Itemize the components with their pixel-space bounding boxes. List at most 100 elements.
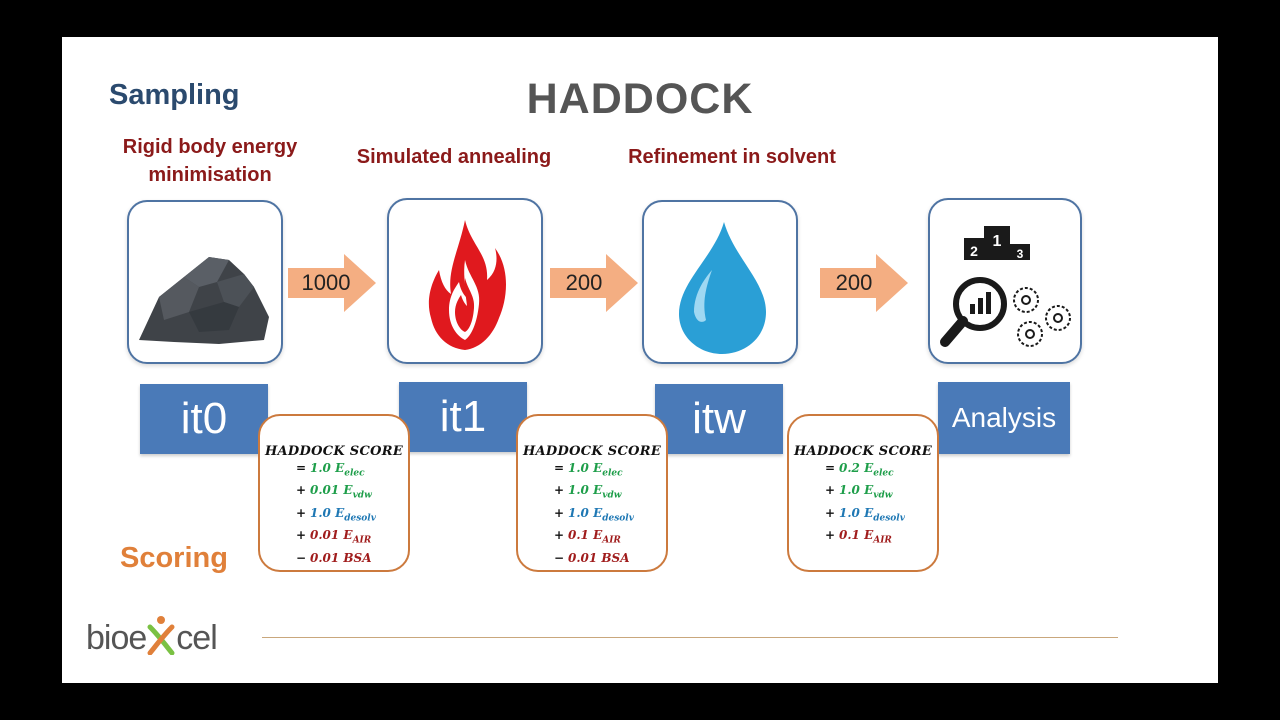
score-term: −0.01 BSA <box>554 550 666 567</box>
score-term-name: BSA <box>343 550 372 565</box>
score-title: HADDOCK SCORE <box>264 444 404 459</box>
score-coefficient: 1.0 <box>839 483 865 498</box>
score-coefficient: 1.0 <box>568 483 594 498</box>
arrow-1000: 1000 <box>286 252 376 317</box>
score-term: +1.0 Evdw <box>825 482 937 504</box>
score-term-subscript: desolv <box>873 513 905 524</box>
stage-title-annealing: Simulated annealing <box>332 143 576 171</box>
stage-title-line: Rigid body energy <box>122 136 298 158</box>
score-term-subscript: AIR <box>602 535 621 546</box>
scoring-heading: Scoring <box>120 542 228 574</box>
score-term-name: E <box>593 528 603 543</box>
arrow-label: 1000 <box>301 270 351 295</box>
score-terms: =0.2 Eelec+1.0 Evdw+1.0 Edesolv+0.1 EAIR <box>825 460 937 550</box>
score-operator: + <box>825 528 836 543</box>
step-itw: itw <box>655 384 783 454</box>
score-operator: + <box>296 528 307 543</box>
score-box-itw: HADDOCK SCORE=0.2 Eelec+1.0 Evdw+1.0 Ede… <box>787 414 939 572</box>
stage-title-line: Simulated annealing <box>356 146 552 168</box>
score-term: =1.0 Eelec <box>554 460 666 482</box>
score-coefficient: 1.0 <box>839 505 865 520</box>
podium-first: 1 <box>993 233 1002 250</box>
analysis-card: 1 2 3 <box>928 198 1082 364</box>
score-terms: =1.0 Eelec+1.0 Evdw+1.0 Edesolv+0.1 EAIR… <box>554 460 666 567</box>
score-term: =0.2 Eelec <box>825 460 937 482</box>
score-term: +1.0 Evdw <box>554 482 666 504</box>
score-coefficient: 0.01 <box>310 483 344 498</box>
score-operator: + <box>554 528 565 543</box>
score-term: +1.0 Edesolv <box>554 505 666 527</box>
score-operator: = <box>296 461 307 475</box>
logo-text: cel <box>176 619 217 657</box>
score-coefficient: 1.0 <box>568 461 594 475</box>
score-operator: − <box>554 550 565 565</box>
score-operator: + <box>296 505 307 520</box>
score-term-subscript: elec <box>602 468 623 479</box>
score-term: =1.0 Eelec <box>296 460 408 482</box>
score-term-name: E <box>593 461 603 475</box>
stage-title-rigid: Rigid body energy minimisation <box>106 133 314 189</box>
slide-title: HADDOCK <box>526 75 754 123</box>
arrow-right-icon <box>288 254 376 312</box>
logo-text: e <box>128 619 147 657</box>
score-term: +0.1 EAIR <box>825 527 937 549</box>
score-term-name: E <box>593 483 603 498</box>
step-it1: it1 <box>399 382 527 452</box>
score-term-name: E <box>864 505 874 520</box>
score-term-name: E <box>343 483 353 498</box>
score-coefficient: 1.0 <box>568 505 594 520</box>
score-coefficient: 0.1 <box>568 528 594 543</box>
fire-card <box>387 198 543 364</box>
rock-icon <box>139 257 269 344</box>
podium-third: 3 <box>1017 247 1024 261</box>
footer-divider <box>262 637 1118 638</box>
logo-x-icon <box>146 615 176 656</box>
score-term-subscript: vdw <box>602 490 622 501</box>
score-term: +0.01 Evdw <box>296 482 408 504</box>
step-it0: it0 <box>140 384 268 454</box>
score-box-it0: HADDOCK SCORE=1.0 Eelec+0.01 Evdw+1.0 Ed… <box>258 414 410 572</box>
score-box-it1: HADDOCK SCORE=1.0 Eelec+1.0 Evdw+1.0 Ede… <box>516 414 668 572</box>
score-term-name: E <box>864 483 874 498</box>
score-term-subscript: elec <box>344 468 365 479</box>
score-term-name: E <box>864 461 874 475</box>
score-term: −0.01 BSA <box>296 550 408 567</box>
arrow-right-icon <box>550 254 638 312</box>
score-term-subscript: AIR <box>873 535 892 546</box>
score-operator: = <box>825 461 836 475</box>
arrow-right-icon <box>820 254 908 312</box>
arrow-200-a: 200 <box>548 252 638 317</box>
score-coefficient: 0.2 <box>839 461 865 475</box>
arrow-label: 200 <box>565 270 603 295</box>
score-operator: + <box>825 483 836 498</box>
stage-title-line: minimisation <box>148 164 272 186</box>
score-operator: + <box>554 483 565 498</box>
stage-title-refinement: Refinement in solvent <box>602 143 862 171</box>
score-coefficient: 0.01 <box>310 528 344 543</box>
score-term-name: E <box>864 528 874 543</box>
sampling-heading: Sampling <box>109 79 240 111</box>
score-term-name: E <box>343 528 353 543</box>
score-term-subscript: vdw <box>873 490 893 501</box>
logo-text: bio <box>86 619 129 657</box>
rock-card <box>127 200 283 364</box>
podium-icon: 1 2 3 <box>940 226 1071 347</box>
score-term-subscript: desolv <box>602 513 634 524</box>
score-term-subscript: AIR <box>352 535 372 546</box>
score-term-subscript: desolv <box>344 513 376 524</box>
score-term: +1.0 Edesolv <box>296 505 408 527</box>
score-title: HADDOCK SCORE <box>522 444 662 459</box>
arrow-200-b: 200 <box>818 252 908 317</box>
score-operator: = <box>554 461 565 475</box>
score-operator: + <box>296 483 307 498</box>
score-term: +0.01 EAIR <box>296 527 408 549</box>
score-term-subscript: elec <box>873 468 894 479</box>
score-operator: + <box>554 505 565 520</box>
molecule-icon <box>1013 287 1071 347</box>
score-term: +0.1 EAIR <box>554 527 666 549</box>
stage-title-line: Refinement in solvent <box>628 146 836 168</box>
score-coefficient: 0.1 <box>839 528 865 543</box>
score-coefficient: 1.0 <box>310 461 336 475</box>
podium-second: 2 <box>970 243 978 259</box>
